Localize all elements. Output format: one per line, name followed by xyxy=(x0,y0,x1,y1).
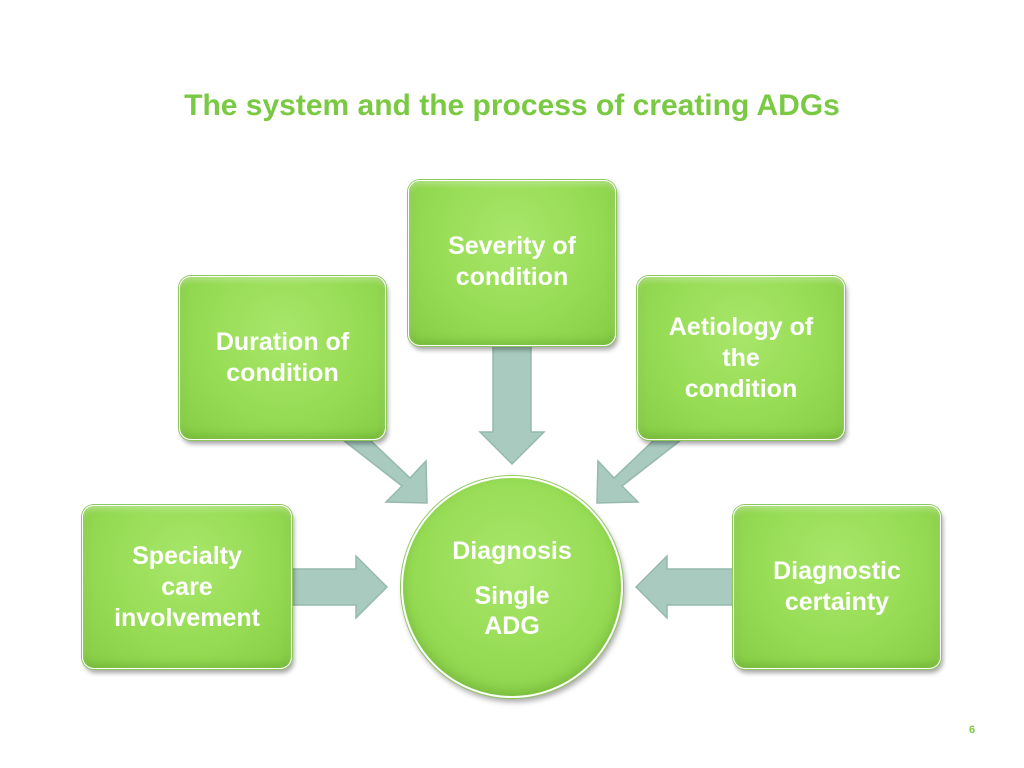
aetiology-of-condition-box: Aetiology of the condition xyxy=(637,276,845,440)
single-adg-label: Single ADG xyxy=(474,582,550,640)
specialty-care-involvement-box: Specialty care involvement xyxy=(82,505,292,669)
severity-of-condition-box: Severity of condition xyxy=(408,180,616,346)
diagnosis-label: Diagnosis xyxy=(452,537,572,565)
duration-of-condition-label: Duration of condition xyxy=(215,328,350,387)
diagnostic-certainty-label: Diagnostic certainty xyxy=(773,557,901,616)
aetiology-of-condition-label: Aetiology of the condition xyxy=(668,312,814,403)
arrow-specialty-to-diagnosis xyxy=(291,554,389,620)
slide-title: The system and the process of creating A… xyxy=(184,89,840,122)
severity-of-condition-label: Severity of condition xyxy=(448,232,576,291)
diagnosis-single-adg-circle: Diagnosis Single ADG xyxy=(401,476,623,698)
arrow-duration-to-diagnosis xyxy=(340,439,428,504)
duration-of-condition-box: Duration of condition xyxy=(179,276,386,440)
specialty-care-involvement-label: Specialty care involvement xyxy=(114,541,260,632)
diagnostic-certainty-box: Diagnostic certainty xyxy=(733,505,941,669)
arrow-aetiology-to-diagnosis xyxy=(596,439,684,504)
arrow-certainty-to-diagnosis xyxy=(634,554,734,620)
page-number: 6 xyxy=(968,724,976,736)
arrow-severity-to-diagnosis xyxy=(478,345,546,466)
